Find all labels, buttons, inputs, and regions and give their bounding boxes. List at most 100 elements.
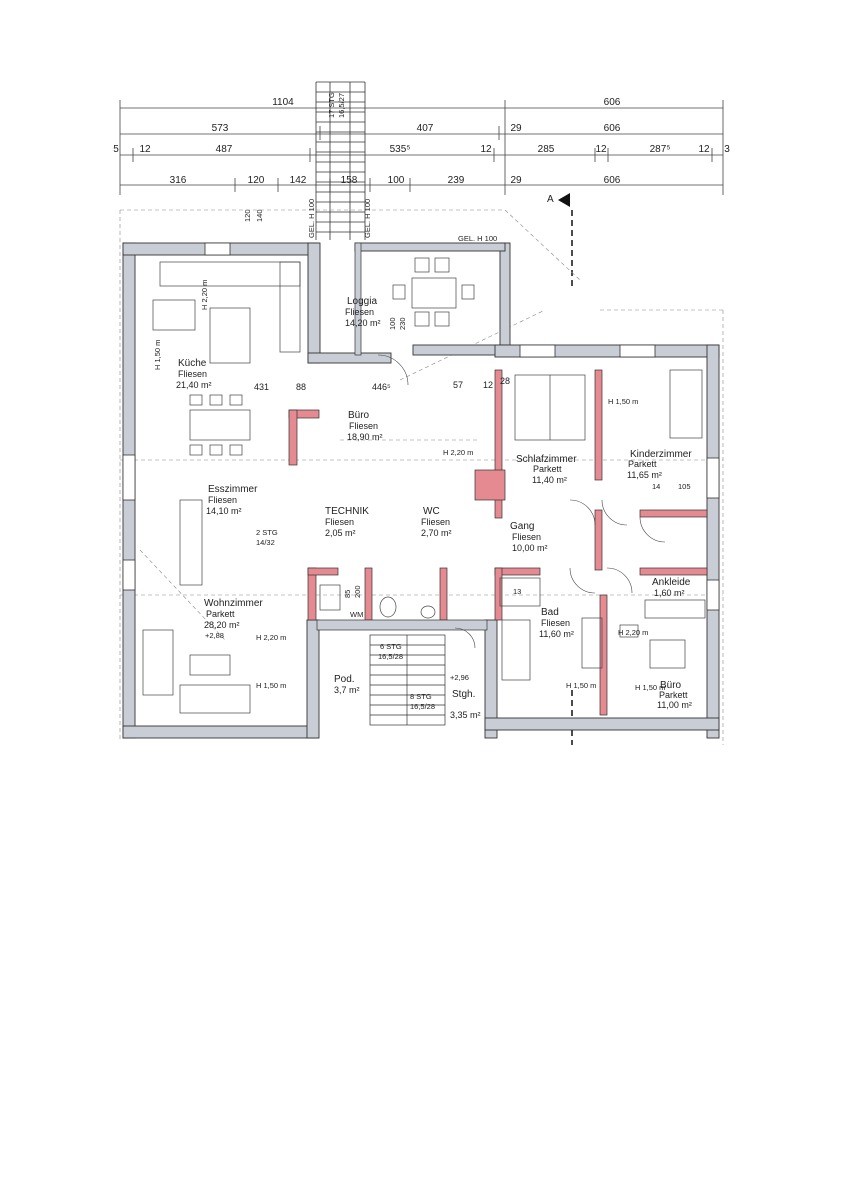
dim-316: 316 [170, 175, 187, 186]
room-kinder-area: 11,65 m² [627, 470, 662, 480]
note-6stg-ratio: 16,5/28 [378, 652, 403, 661]
room-bad-name: Bad [541, 607, 559, 618]
room-kueche-name: Küche [178, 358, 207, 369]
room-buero2-area: 11,00 m² [657, 700, 692, 710]
door-85: 85 [343, 590, 352, 598]
note-box13: 13 [513, 587, 521, 596]
room-kinder-name: Kinderzimmer [630, 449, 692, 460]
note-6stg: 6 STG [380, 642, 402, 651]
dim-407: 407 [417, 123, 434, 134]
room-wohn-floor: Parkett [206, 609, 235, 619]
room-ankleide-area: 1,60 m² [654, 588, 685, 598]
note-2stg: 2 STG [256, 528, 278, 537]
door-swings [377, 354, 666, 649]
room-ess-area: 14,10 m² [206, 506, 242, 516]
room-schlaf-area: 11,40 m² [532, 475, 567, 485]
room-wc-area: 2,70 m² [421, 528, 452, 538]
room-buero1-floor: Fliesen [349, 421, 378, 431]
note-8stg-ratio: 16,5/28 [410, 702, 435, 711]
note-28: 28 [500, 376, 510, 386]
room-ess-name: Esszimmer [208, 484, 258, 495]
dim-120: 120 [248, 175, 265, 186]
room-wc-floor: Fliesen [421, 517, 450, 527]
room-bad-area: 11,60 m² [539, 629, 574, 639]
note-2stg-ratio: 14/32 [256, 538, 275, 547]
room-loggia-floor: Fliesen [345, 307, 374, 317]
interior-walls-new [288, 369, 708, 716]
dim-606-c: 606 [604, 175, 621, 186]
room-ess-floor: Fliesen [208, 495, 237, 505]
dim-12-b: 12 [480, 144, 492, 155]
note-88: 88 [296, 382, 306, 392]
room-gang-name: Gang [510, 521, 534, 532]
room-buero1-name: Büro [348, 410, 370, 421]
note-lvl296: +2,96 [450, 673, 469, 682]
gel-top: GEL. H 100 [458, 234, 497, 243]
stair-top-steps: 17 STG [327, 92, 336, 118]
room-gang-floor: Fliesen [512, 532, 541, 542]
furniture [142, 257, 706, 714]
note-h220-wohn: H 2,20 m [256, 633, 286, 642]
stair-top-ratio: 16,5/27 [337, 93, 346, 118]
room-kueche-area: 21,40 m² [176, 380, 212, 390]
room-bad-floor: Fliesen [541, 618, 570, 628]
dimension-lines [119, 100, 724, 195]
room-technik-area: 2,05 m² [325, 528, 356, 538]
note-h150-kinder: H 1,50 m [608, 397, 638, 406]
dim-142: 142 [290, 175, 307, 186]
dim-29-a: 29 [510, 123, 522, 134]
bottom-staircase [369, 634, 446, 726]
note-vert-230: 230 [398, 317, 407, 330]
room-schlaf-floor: Parkett [533, 464, 562, 474]
note-h150-wohn: H 1,50 m [256, 681, 286, 690]
note-wm: WM [350, 610, 363, 619]
dim-3: 3 [724, 144, 730, 155]
room-stgh-area: 3,35 m² [450, 710, 481, 720]
dim-606-a: 606 [604, 97, 621, 108]
dim-100: 100 [388, 175, 405, 186]
room-buero2-floor: Parkett [659, 690, 688, 700]
dim-5355: 535⁵ [390, 144, 411, 155]
room-buero2-name: Büro [660, 680, 682, 691]
room-loggia-name: Loggia [347, 296, 377, 307]
room-schlaf-name: Schlafzimmer [516, 454, 577, 465]
note-lvl288: +2,88 [205, 631, 224, 640]
note-446: 446⁵ [372, 382, 391, 392]
note-vert-100: 100 [388, 317, 397, 330]
room-pod-area: 3,7 m² [334, 685, 360, 695]
room-kinder-floor: Parkett [628, 459, 657, 469]
note-h150-bad: H 1,50 m [566, 681, 596, 690]
room-buero1-area: 18,90 m² [347, 432, 383, 442]
note-12: 12 [483, 380, 493, 390]
note-8stg: 8 STG [410, 692, 432, 701]
gel-left: GEL. H 100 [307, 199, 316, 238]
room-stgh-name: Stgh. [452, 689, 475, 700]
door-200: 200 [353, 585, 362, 598]
note-h220-kueche: H 2,20 m [200, 280, 209, 310]
dim-2875: 287⁵ [650, 144, 671, 155]
note-h150-kueche: H 1,50 m [153, 340, 162, 370]
room-loggia-area: 14,20 m² [345, 318, 381, 328]
room-technik-floor: Fliesen [325, 517, 354, 527]
windows [122, 242, 720, 611]
dim-239: 239 [448, 175, 465, 186]
dim-606-b: 606 [604, 123, 621, 134]
room-kueche-floor: Fliesen [178, 369, 207, 379]
note-14: 14 [652, 482, 660, 491]
dim-1104: 1104 [272, 97, 294, 108]
dim-12-a: 12 [139, 144, 151, 155]
note-h220-buero: H 2,20 m [443, 448, 473, 457]
dim-573: 573 [212, 123, 229, 134]
note-431: 431 [254, 382, 269, 392]
dim-12-d: 12 [698, 144, 710, 155]
note-h220-buero2: H 2,20 m [618, 628, 648, 637]
section-marker-label: A [547, 194, 554, 205]
interior-walls-existing [316, 242, 488, 631]
note-h150-buero2: H 1,50 m [635, 683, 665, 692]
dim-5: 5 [113, 144, 119, 155]
top-staircase [315, 81, 366, 240]
note-57: 57 [453, 380, 463, 390]
room-pod-name: Pod. [334, 674, 355, 685]
vert-120: 120 [243, 209, 252, 222]
